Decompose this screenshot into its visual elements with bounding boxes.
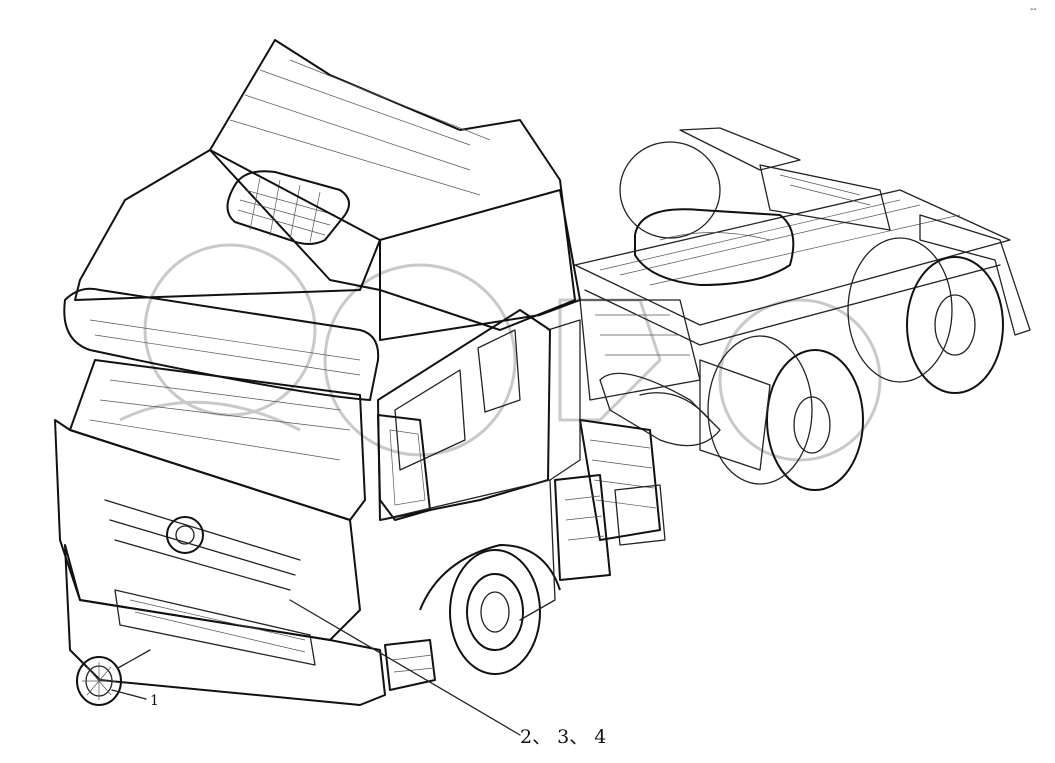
callout-1-label: 1 — [150, 693, 159, 709]
rear-chassis — [554, 127, 1031, 581]
callout-2-3-4-label: 2、 3、 4 — [520, 726, 606, 748]
leader-lines — [111, 599, 521, 736]
part-1-cap — [76, 656, 122, 706]
corner-mark: -- — [1030, 4, 1037, 15]
truck-cab — [54, 39, 581, 706]
